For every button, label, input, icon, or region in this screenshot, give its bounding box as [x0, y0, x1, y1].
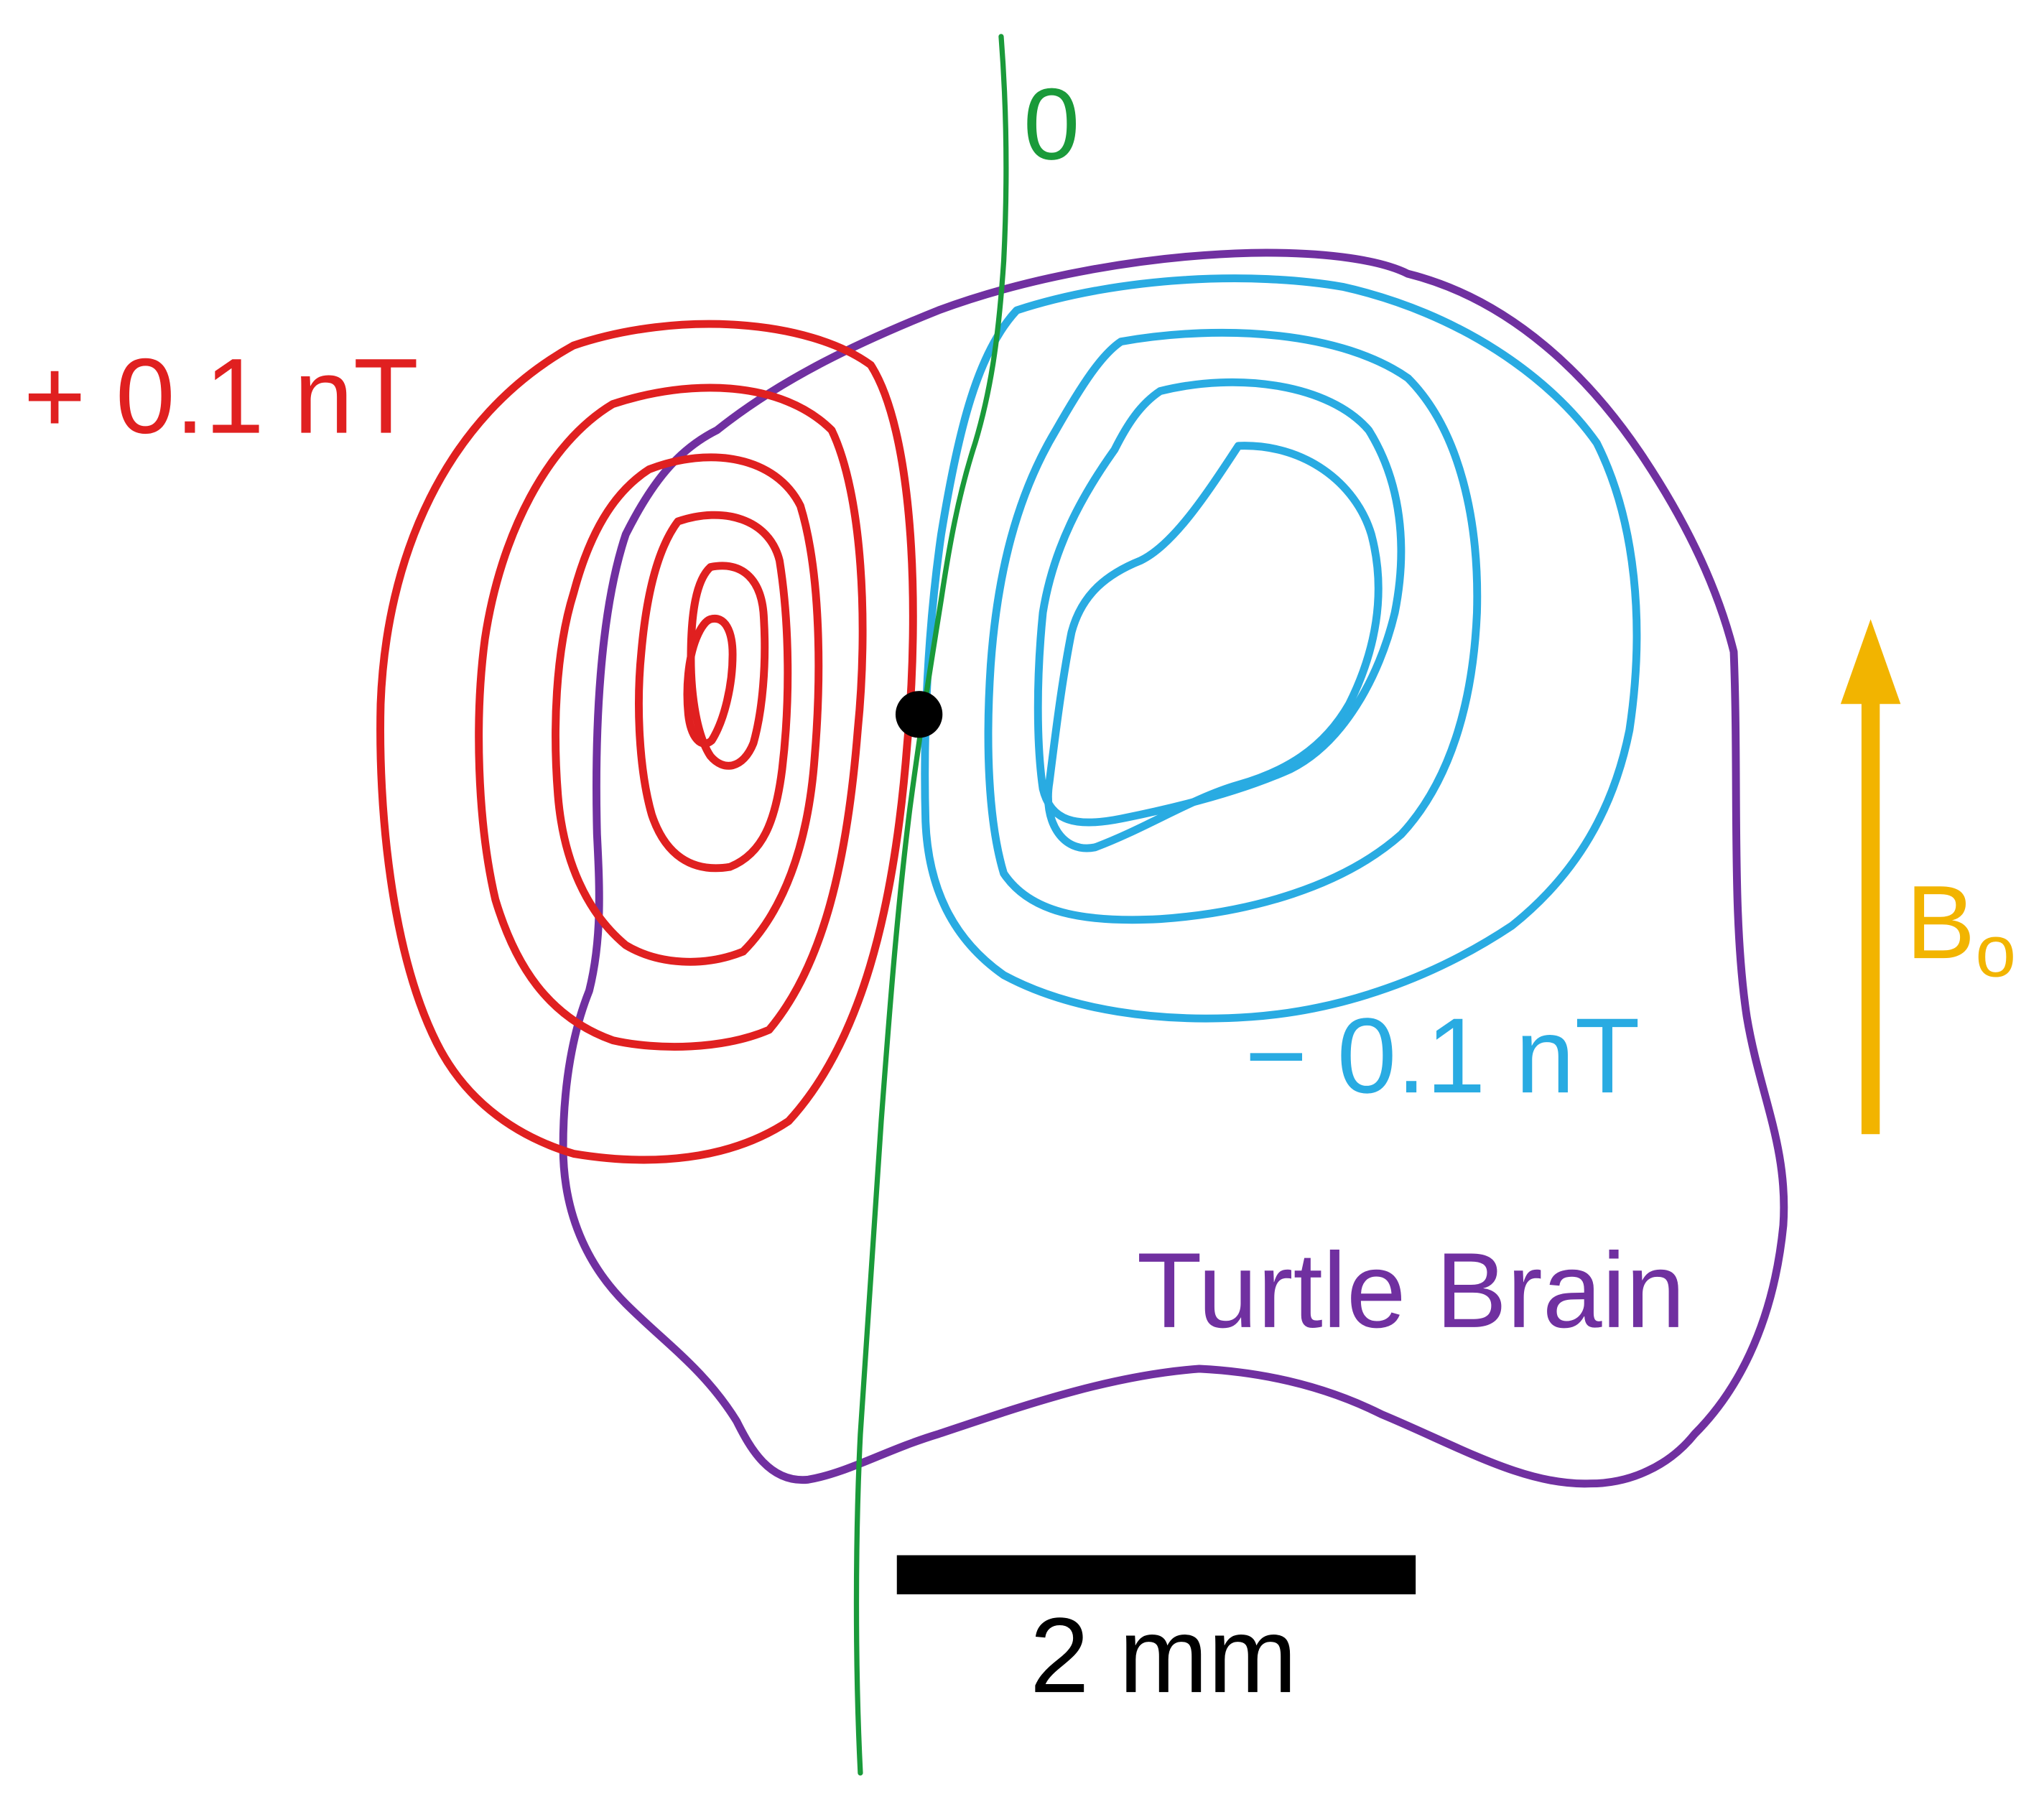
brain-outline	[559, 248, 1788, 1488]
negative-contours	[921, 274, 1641, 1023]
zero-line-label: 0	[1023, 68, 1080, 181]
positive-contours	[376, 320, 917, 1164]
blue-contour-4	[1044, 442, 1383, 852]
red-contour-1	[376, 320, 917, 1164]
red-contour-3	[552, 453, 823, 966]
blue-contour-2	[984, 328, 1482, 924]
red-contour-5	[687, 562, 769, 770]
positive-contour-label: + 0.1 nT	[24, 336, 419, 456]
red-contour-6	[683, 614, 737, 748]
red-contour-4	[635, 511, 792, 873]
blue-contour-3	[1033, 378, 1406, 827]
brain-label: Turtle Brain	[1137, 1230, 1686, 1350]
negative-contour-label: − 0.1 nT	[1245, 995, 1640, 1115]
scale-bar	[896, 1555, 1416, 1595]
scale-bar-label: 2 mm	[1030, 1595, 1297, 1715]
red-contour-2	[475, 383, 867, 1051]
dipole-source-dot	[895, 691, 943, 738]
zero-contour-line	[853, 34, 1009, 1776]
field-label: Bo	[1906, 864, 2016, 992]
field-arrow-icon	[1840, 619, 1901, 1135]
